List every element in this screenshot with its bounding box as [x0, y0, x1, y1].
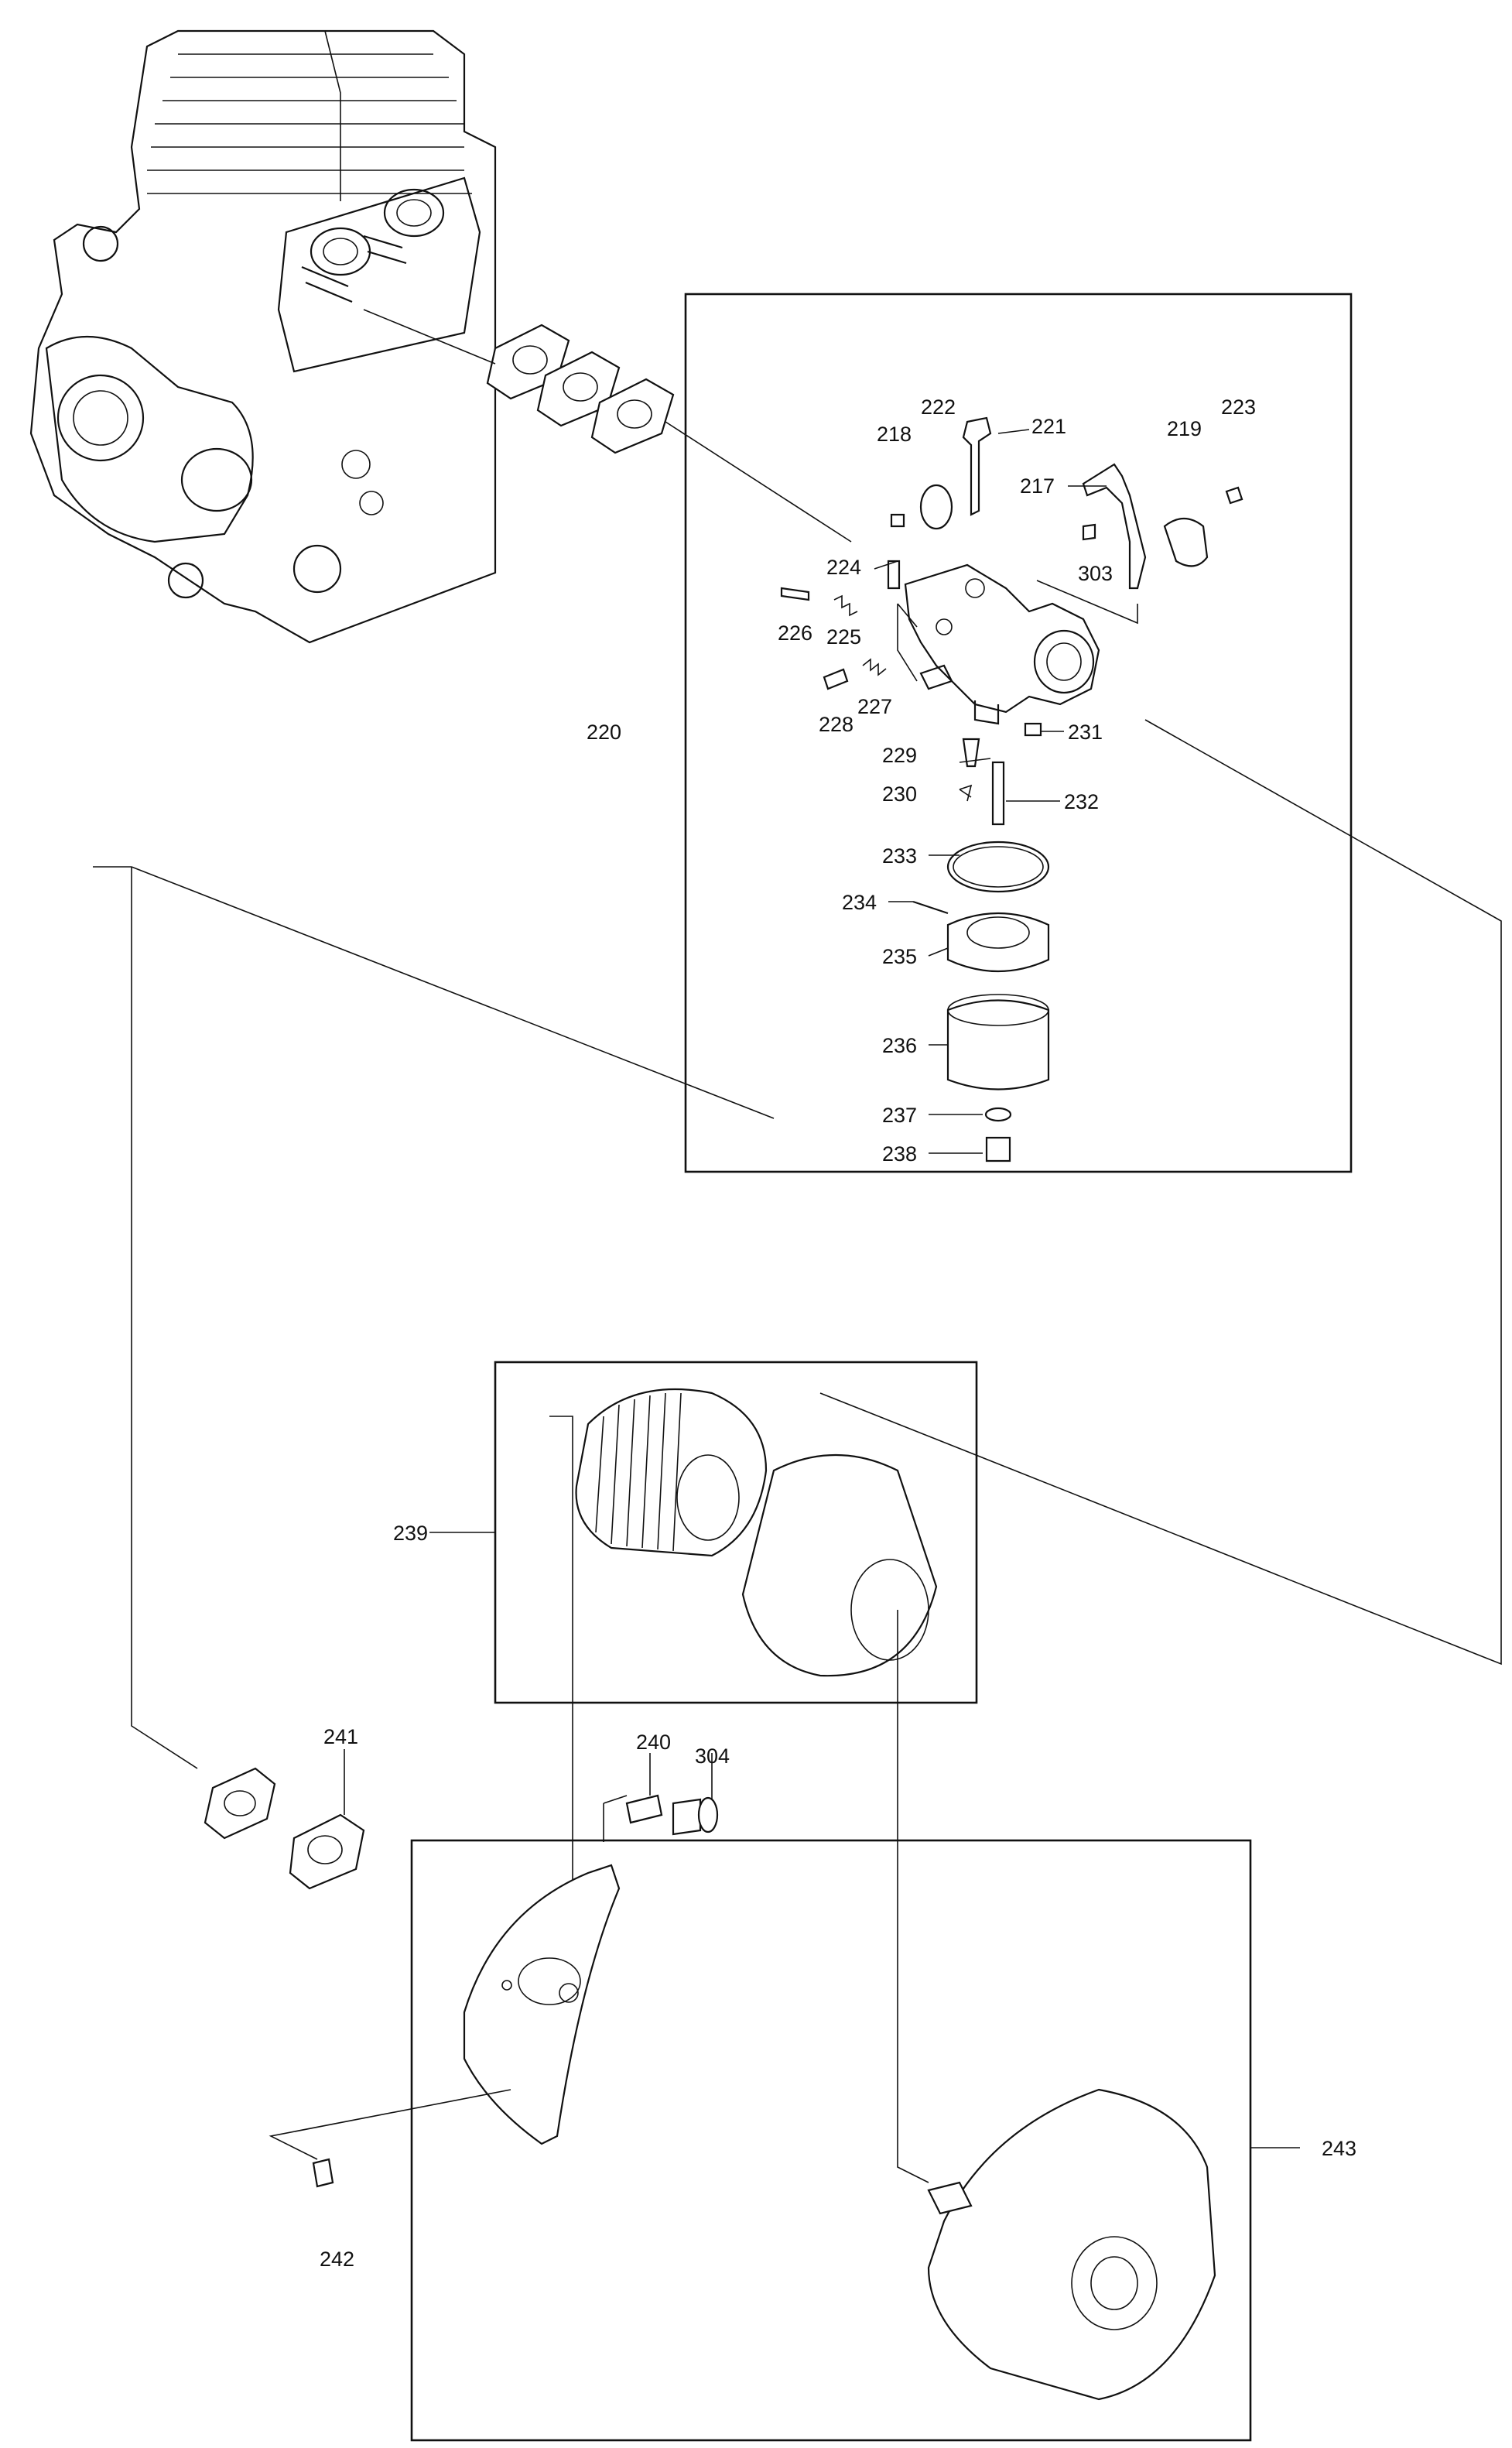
part-number-labels: 217 218 219 220 221 222 223 224 225 226 …	[320, 395, 1356, 2271]
label-240: 240	[636, 1731, 671, 1754]
label-221: 221	[1031, 415, 1066, 438]
label-226: 226	[778, 621, 812, 645]
intake-gaskets	[486, 324, 675, 454]
label-241: 241	[323, 1725, 358, 1748]
label-228: 228	[819, 713, 853, 736]
carburetor-parts	[780, 416, 1243, 1162]
label-239: 239	[393, 1522, 428, 1545]
cover-gaskets	[204, 1767, 365, 1890]
label-231: 231	[1068, 721, 1103, 744]
air-cleaner-box	[410, 1839, 1252, 2442]
label-232: 232	[1064, 790, 1099, 813]
label-225: 225	[826, 625, 861, 649]
engine-block-illustration	[29, 29, 497, 644]
label-230: 230	[882, 782, 917, 806]
label-227: 227	[857, 695, 892, 718]
label-229: 229	[882, 744, 917, 767]
carburetor-box	[684, 293, 1353, 1173]
label-243: 243	[1322, 2137, 1356, 2160]
air-cleaner-parts	[312, 1864, 1216, 2401]
label-233: 233	[882, 844, 917, 868]
label-234: 234	[842, 891, 877, 914]
label-224: 224	[826, 556, 861, 579]
breather-fittings	[625, 1794, 719, 1836]
label-242: 242	[320, 2248, 354, 2271]
label-236: 236	[882, 1034, 917, 1057]
label-218: 218	[877, 423, 912, 446]
label-217: 217	[1020, 474, 1055, 498]
label-235: 235	[882, 945, 917, 968]
label-303: 303	[1078, 562, 1113, 585]
label-223: 223	[1221, 395, 1256, 419]
label-219: 219	[1167, 417, 1202, 440]
label-304: 304	[695, 1744, 730, 1768]
carburetor-leader-lines	[874, 429, 1138, 1154]
label-237: 237	[882, 1104, 917, 1127]
label-222: 222	[921, 395, 956, 419]
label-238: 238	[882, 1142, 917, 1166]
label-220: 220	[587, 721, 621, 744]
air-filter-parts	[575, 1388, 938, 1677]
